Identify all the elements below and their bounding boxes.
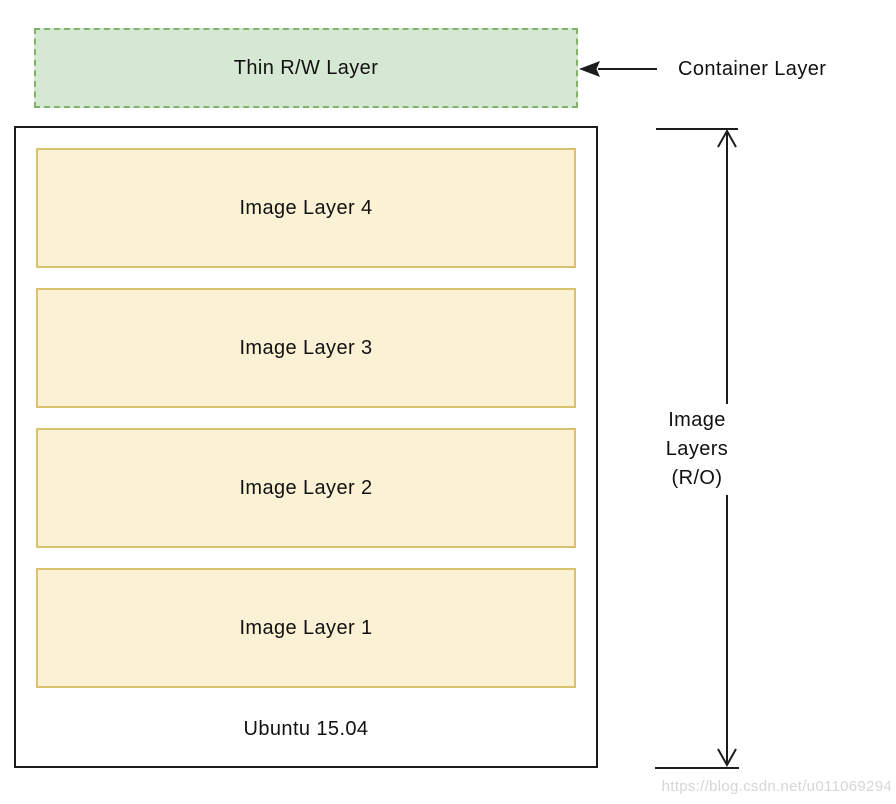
image-layer-label-3: Image Layer 3	[239, 336, 373, 359]
container-arrowhead-icon	[579, 61, 600, 77]
image-layers-label-line-1: Image	[668, 409, 726, 431]
image-layers-label-line-3: (R/O)	[671, 467, 723, 489]
image-layer-box-2: Image Layer 2	[36, 428, 576, 548]
image-layer-label-2: Image Layer 2	[239, 476, 373, 499]
image-layer-box-4: Image Layer 4	[36, 148, 576, 268]
thin-rw-layer-label: Thin R/W Layer	[233, 56, 379, 79]
image-layer-box-1: Image Layer 1	[36, 568, 576, 688]
image-stack-box: Image Layer 4 Image Layer 3 Image Layer …	[14, 126, 598, 768]
image-layers-label: Image Layers (R/O)	[652, 406, 742, 493]
measure-arrowhead-up-icon	[717, 128, 737, 148]
container-layer-label: Container Layer	[678, 58, 827, 80]
base-image-label: Ubuntu 15.04	[243, 718, 369, 740]
watermark-text: https://blog.csdn.net/u011069294	[661, 778, 892, 795]
image-layers-label-line-2: Layers	[665, 438, 729, 460]
measure-arrowhead-down-icon	[717, 748, 737, 768]
image-layer-box-3: Image Layer 3	[36, 288, 576, 408]
image-layer-label-4: Image Layer 4	[239, 196, 373, 219]
thin-rw-layer-box: Thin R/W Layer	[34, 28, 578, 108]
image-layer-label-1: Image Layer 1	[239, 616, 373, 639]
